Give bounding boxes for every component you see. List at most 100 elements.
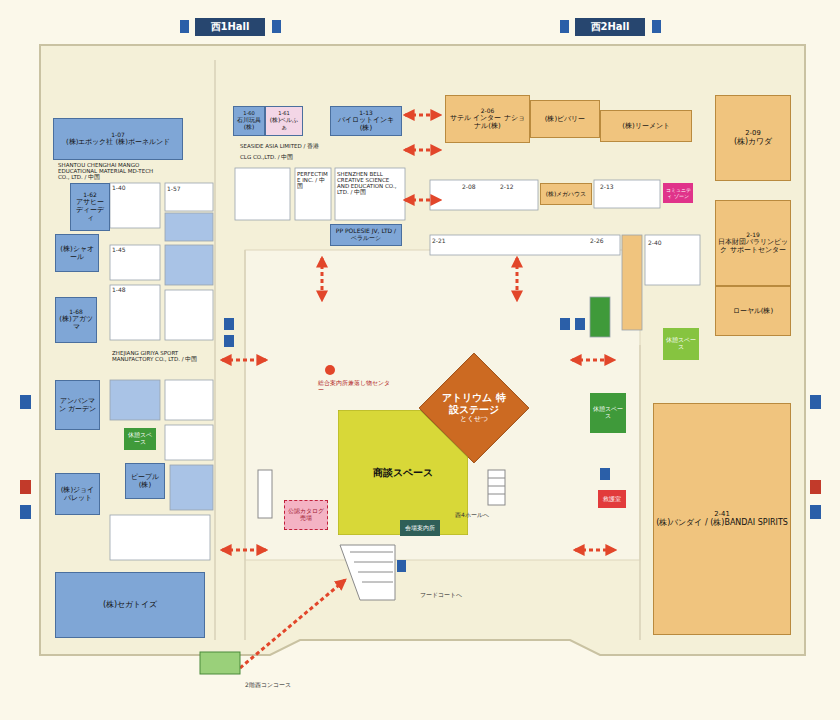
area-name: (株)セガトイズ xyxy=(103,600,157,609)
toilet-icon xyxy=(20,395,31,409)
small-booths xyxy=(430,180,700,337)
booth: 1-62アサヒー ディーディ xyxy=(70,183,110,231)
stair-step xyxy=(350,552,393,553)
community-zone: コミュニティ ゾーン xyxy=(663,183,693,203)
guide-arrow xyxy=(321,258,324,300)
area-name: (株)メガハウス xyxy=(546,191,587,198)
area-name: 休憩スペース xyxy=(126,432,154,446)
wall-line xyxy=(244,250,246,640)
area-name: ローヤル(株) xyxy=(733,307,773,315)
booth-plot xyxy=(110,245,160,280)
text-group: 商談スペース xyxy=(371,466,435,480)
guide-arrow xyxy=(222,359,266,362)
text-group: コミュニティ ゾーン xyxy=(663,186,693,200)
text-group: PP POLESIE JV, LTD / ベラルーシ xyxy=(331,227,401,243)
text-group: アンパンマン ガーデン xyxy=(56,396,99,414)
booth-plot xyxy=(622,235,642,330)
booth-number: 2-06 xyxy=(448,108,527,115)
text-group: 2-41(株)バンダイ / (株)BANDAI SPIRITS xyxy=(654,510,790,529)
booth: 1-13パイロットインキ(株) xyxy=(330,106,402,136)
toilet-icon xyxy=(652,20,661,33)
area-name: 公認カタログ売場 xyxy=(287,508,325,522)
guide-arrow xyxy=(405,199,440,202)
rest-area: 休憩スペース xyxy=(124,428,156,450)
guide-arrow xyxy=(405,114,440,117)
booth: PP POLESIE JV, LTD / ベラルーシ xyxy=(330,224,402,246)
exhibitor-name: CLG CO.,LTD. / 中国 xyxy=(240,154,293,160)
rest-area: 休憩スペース xyxy=(590,393,626,433)
toilet-icon xyxy=(272,20,281,33)
toilet-icon xyxy=(560,318,570,330)
text-group: (株)シャオール xyxy=(56,244,98,262)
stair-step xyxy=(358,572,393,573)
text-group: 2-19日本財団パラリンピック サポートセンター xyxy=(716,231,790,256)
booth-plot xyxy=(165,425,213,460)
booth-number: 2-08 xyxy=(462,184,476,191)
toilet-icon xyxy=(560,20,569,33)
text-group: 休憩スペース xyxy=(590,405,626,421)
info-icon xyxy=(325,365,335,375)
area-name: PP POLESIE JV, LTD / ベラルーシ xyxy=(333,228,399,242)
booth-number: 1-07 xyxy=(66,132,170,139)
booth: 1-07(株)エポック社 (株)ボーネルンド xyxy=(53,118,183,160)
text-group: 2-06サテル インター ナショナル(株) xyxy=(446,107,529,132)
exhibitor-name: SEASIDE ASIA LIMITED / 香港 xyxy=(240,143,319,149)
text-group: 会場案内所 xyxy=(403,524,437,533)
first-aid-room: 救護室 xyxy=(598,490,626,508)
text-group: 1-07(株)エポック社 (株)ボーネルンド xyxy=(64,131,172,148)
exhibitor-name: SHENZHEN BELL CREATIVE SCIENCE AND EDUCA… xyxy=(337,171,403,195)
booth-number: 2-13 xyxy=(600,184,614,191)
toilet-icon xyxy=(180,20,189,33)
atrium-floor xyxy=(245,250,640,560)
area-name: (株)エポック社 (株)ボーネルンド xyxy=(66,138,170,146)
area-name: (株)ジョイパレット xyxy=(58,486,97,502)
guide-arrow xyxy=(240,580,345,668)
booth-number: 2-26 xyxy=(590,238,604,245)
area-name: ピープル(株) xyxy=(128,473,162,489)
booth: 1-68(株)アガツマ xyxy=(55,297,97,343)
area-name: 会場案内所 xyxy=(405,525,435,532)
booth-number: 2-09 xyxy=(734,130,772,138)
booth-number: 1-45 xyxy=(112,247,126,254)
booth: 1-60石川玩具(株) xyxy=(233,106,265,136)
guide-arrows xyxy=(222,115,615,668)
hall-tab: 西1Hall xyxy=(195,18,265,36)
area-name: コミュニティ ゾーン xyxy=(665,187,691,199)
area-name: (株)バンダイ / (株)BANDAI SPIRITS xyxy=(656,518,788,527)
exhibitor-name: ZHEJIANG GIRIYA SPORT MANUFACTORY CO., L… xyxy=(112,350,210,362)
hall-tab: 西2Hall xyxy=(575,18,645,36)
booth-number: 1-48 xyxy=(112,287,126,294)
text-group: (株)メガハウス xyxy=(544,190,589,199)
booth-plot xyxy=(165,213,213,241)
area-name: 西2Hall xyxy=(591,21,630,33)
booth: 2-09(株)カワダ xyxy=(715,95,791,181)
guide-arrow xyxy=(575,549,615,552)
wall-line xyxy=(214,60,216,640)
text-group: 2-09(株)カワダ xyxy=(732,129,774,148)
entrance-mark xyxy=(200,652,240,674)
area-name: 商談スペース xyxy=(373,467,433,479)
area-name: 休憩スペース xyxy=(665,337,697,351)
booth: アンパンマン ガーデン xyxy=(55,380,100,430)
text-group: (株)ビバリー xyxy=(543,114,587,124)
direction-note: 西4ホールへ xyxy=(455,512,489,519)
booth: 2-06サテル インター ナショナル(株) xyxy=(445,95,530,143)
booth-number: 1-62 xyxy=(73,192,107,199)
area-name: (株)シャオール xyxy=(58,245,96,261)
booth-plot xyxy=(430,235,620,255)
guide-arrow xyxy=(516,258,519,300)
area-name: 日本財団パラリンピック サポートセンター xyxy=(718,238,788,254)
toilet-icon xyxy=(810,395,821,409)
booth-plot xyxy=(165,380,213,420)
toilet-icon xyxy=(224,335,234,347)
text-group: (株)リーメント xyxy=(620,121,671,131)
wall-line xyxy=(639,345,641,640)
stair-step xyxy=(488,494,505,495)
guide-arrow xyxy=(572,359,614,362)
area-name: パイロットインキ(株) xyxy=(333,116,399,132)
guide-arrow xyxy=(405,149,440,152)
area-name: 西1Hall xyxy=(211,21,250,33)
booth: (株)シャオール xyxy=(55,234,99,272)
booth-number: 2-40 xyxy=(648,240,662,247)
booth-plot xyxy=(295,168,331,220)
